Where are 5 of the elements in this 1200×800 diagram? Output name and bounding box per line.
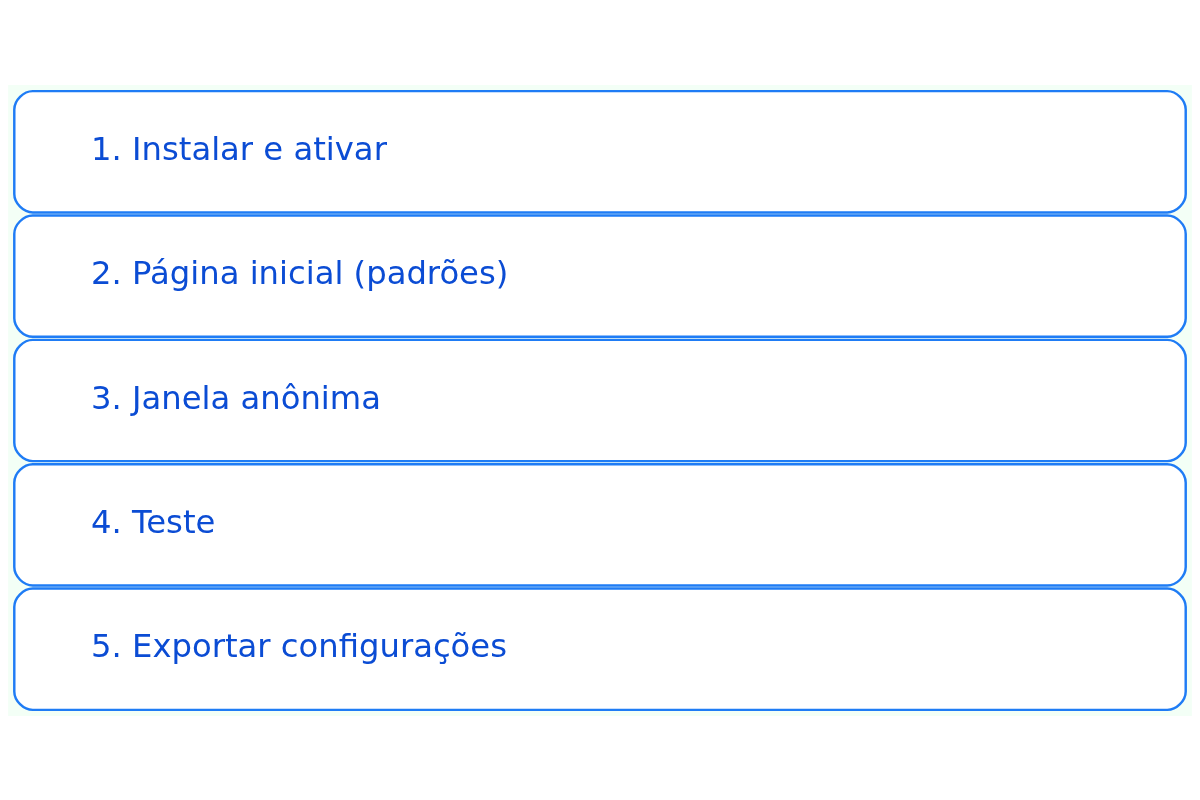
node-box: 2. Página inicial (padrões) <box>13 213 1187 338</box>
node-box: 3. Janela anônima <box>13 338 1187 462</box>
node-box: 5. Exportar configurações <box>13 586 1187 711</box>
node-box: 4. Teste <box>13 462 1187 587</box>
node-box: 1. Instalar e ativar <box>13 89 1187 214</box>
